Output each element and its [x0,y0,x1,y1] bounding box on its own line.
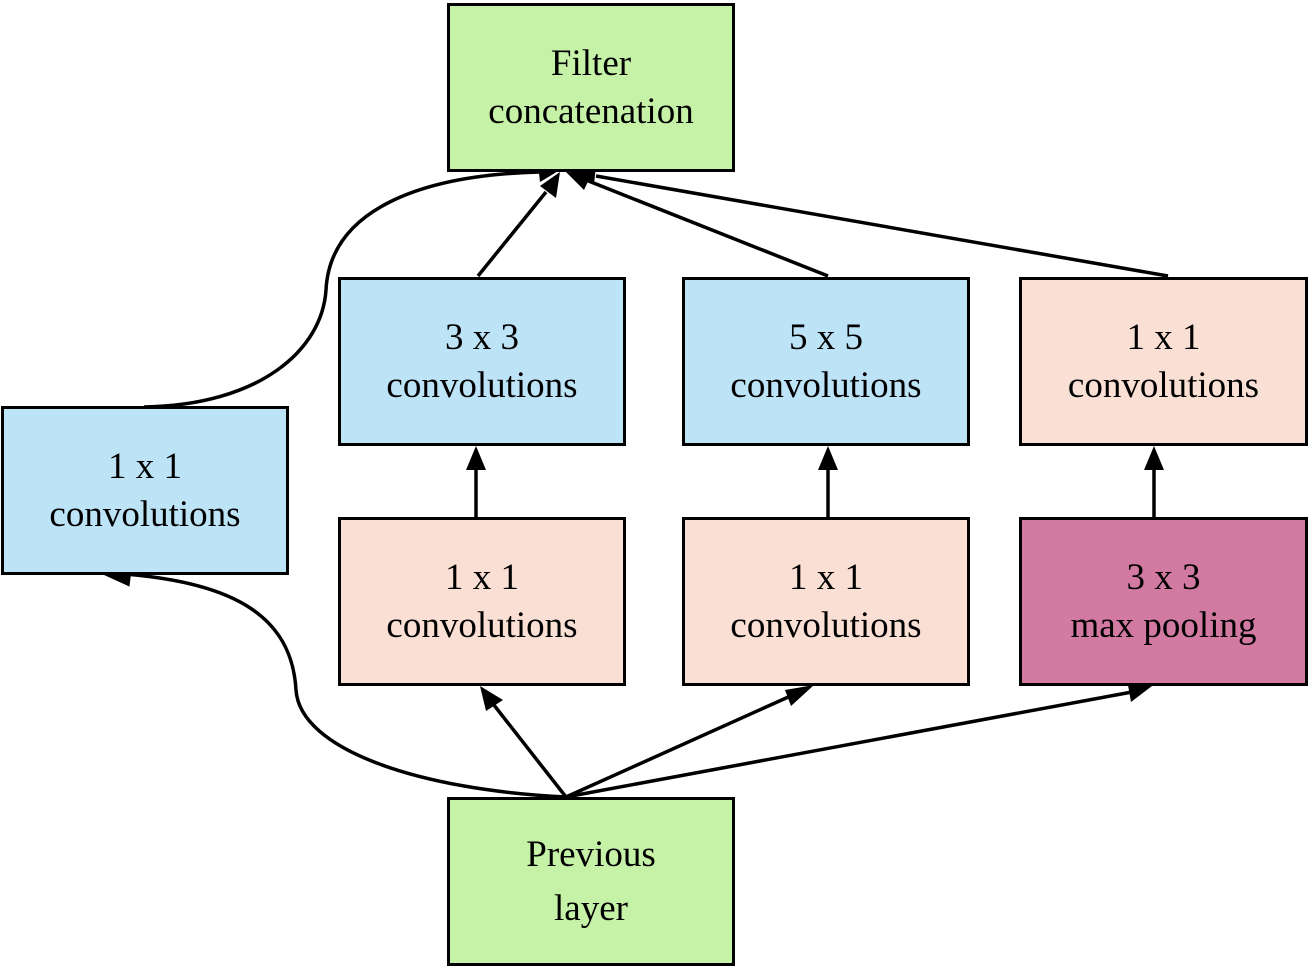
arrowhead-conv5x5 [818,446,838,470]
edge-conv1x1-left-to-filter-concat [143,170,541,409]
node-label-line1: 1 x 1 [445,556,519,598]
arrowhead-conv1x1-pool-proj [1144,446,1164,470]
conv1x1-reduce-b-node: 1 x 1 convolutions [682,517,970,686]
arrowhead-maxpool [1128,685,1152,702]
conv1x1-pool-proj-node: 1 x 1 convolutions [1019,277,1308,446]
edge-previous-to-conv1x1-left [107,571,567,799]
node-label-line1: 1 x 1 [789,556,863,598]
node-label-line1: 1 x 1 [108,445,182,487]
node-label-line2: convolutions [730,604,922,646]
edge-conv3x3-to-filter-concat [476,190,548,278]
node-label-line2: concatenation [488,90,694,132]
node-label-line1: 3 x 3 [1126,556,1201,598]
maxpool3x3-node: 3 x 3 max pooling [1019,517,1308,686]
node-label-line2: convolutions [386,604,578,646]
node-label-line2: layer [554,887,628,929]
node-label-line1: Previous [526,833,656,875]
node-label-line1: 5 x 5 [789,316,863,358]
conv5x5-node: 5 x 5 convolutions [682,277,970,446]
node-label-line1: Filter [550,42,632,84]
edge-previous-to-maxpool [565,690,1133,799]
node-label-line2: convolutions [49,493,241,535]
edge-previous-to-conv1x1-reduce-a [488,698,568,799]
filter-concatenation-node: Filter concatenation [447,3,735,172]
conv3x3-node: 3 x 3 convolutions [338,277,626,446]
previous-layer-node: Previous layer [447,797,735,966]
arrowhead-conv1x1-reduce-b [785,685,814,706]
conv1x1-left-node: 1 x 1 convolutions [1,406,289,575]
node-label-line2: convolutions [386,364,578,406]
arrowhead-conv3x3 [466,446,486,470]
edge-conv1x1-pool-proj-to-filter-concat [595,174,1169,278]
node-label-line2: convolutions [730,364,922,406]
node-label-line1: 1 x 1 [1126,316,1201,358]
conv1x1-reduce-a-node: 1 x 1 convolutions [338,517,626,686]
edge-previous-to-conv1x1-reduce-b [565,692,796,799]
node-label-line2: convolutions [1067,364,1260,406]
node-label-line2: max pooling [1070,604,1257,646]
node-label-line1: 3 x 3 [445,316,519,358]
arrowhead-conv1x1-reduce-a [480,686,503,711]
edge-conv5x5-to-filter-concat [585,178,829,278]
arrowhead-filter-concat-3x3 [540,172,560,198]
